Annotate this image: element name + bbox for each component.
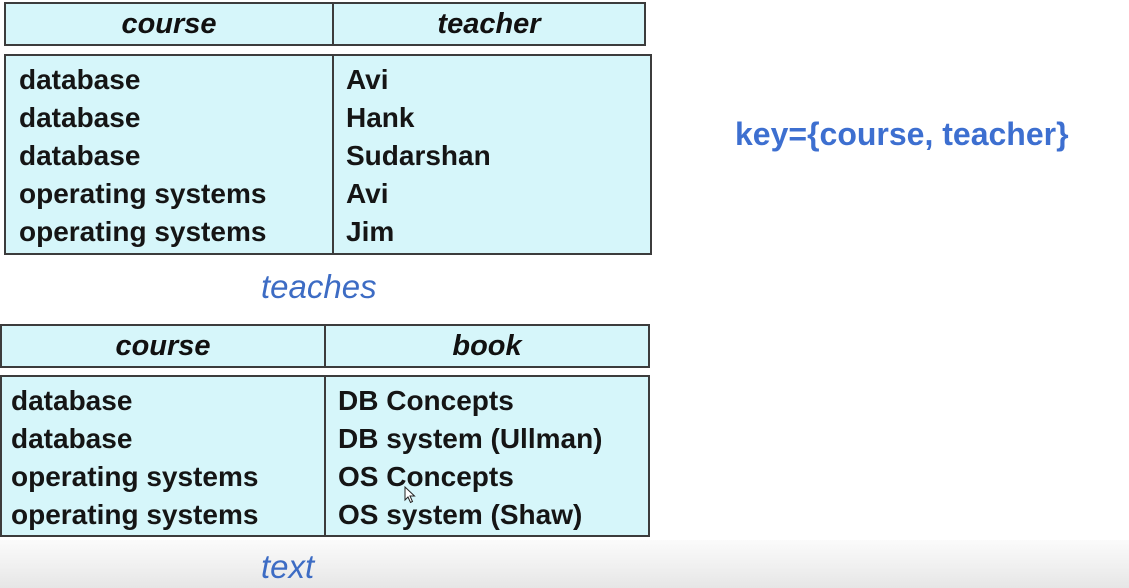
teaches-body: database database database operating sys… [4,54,652,255]
text-header-course: course [115,330,211,362]
text-caption: text [261,548,315,585]
text-cell: database [11,385,133,416]
text-cell: DB system (Ullman) [338,423,603,454]
text-cell: DB Concepts [338,385,514,416]
teaches-header-course: course [121,8,217,40]
mouse-pointer-icon [404,486,416,504]
teaches-header-teacher: teacher [332,4,644,44]
teaches-cell: database [19,102,141,133]
teaches-cell: operating systems [19,178,267,209]
key-label: key={course, teacher} [735,116,1069,152]
teaches-cell: Sudarshan [346,140,491,171]
text-cell: OS system (Shaw) [338,499,583,530]
text-body: database database operating systems oper… [0,375,650,537]
teaches-cell: Jim [346,216,395,247]
teaches-header-row: course teacher [4,2,646,46]
text-header-book: book [324,326,648,366]
teaches-cell: database [19,140,141,171]
teaches-cell: Avi [346,178,389,209]
text-col-book: DB Concepts DB system (Ullman) OS Concep… [324,377,648,535]
text-cell: operating systems [11,499,259,530]
bottom-fade [0,540,1129,588]
text-cell: database [11,423,133,454]
teaches-col-course: database database database operating sys… [6,56,332,253]
text-header-row: course book [0,324,650,368]
teaches-cell: Avi [346,64,389,95]
text-cell: operating systems [11,461,259,492]
teaches-cell: database [19,64,141,95]
text-col-course: database database operating systems oper… [2,377,324,535]
teaches-cell: operating systems [19,216,267,247]
teaches-col-teacher: Avi Hank Sudarshan Avi Jim [332,56,650,253]
text-cell: OS Concepts [338,461,514,492]
teaches-cell: Hank [346,102,415,133]
teaches-caption: teaches [261,268,377,305]
